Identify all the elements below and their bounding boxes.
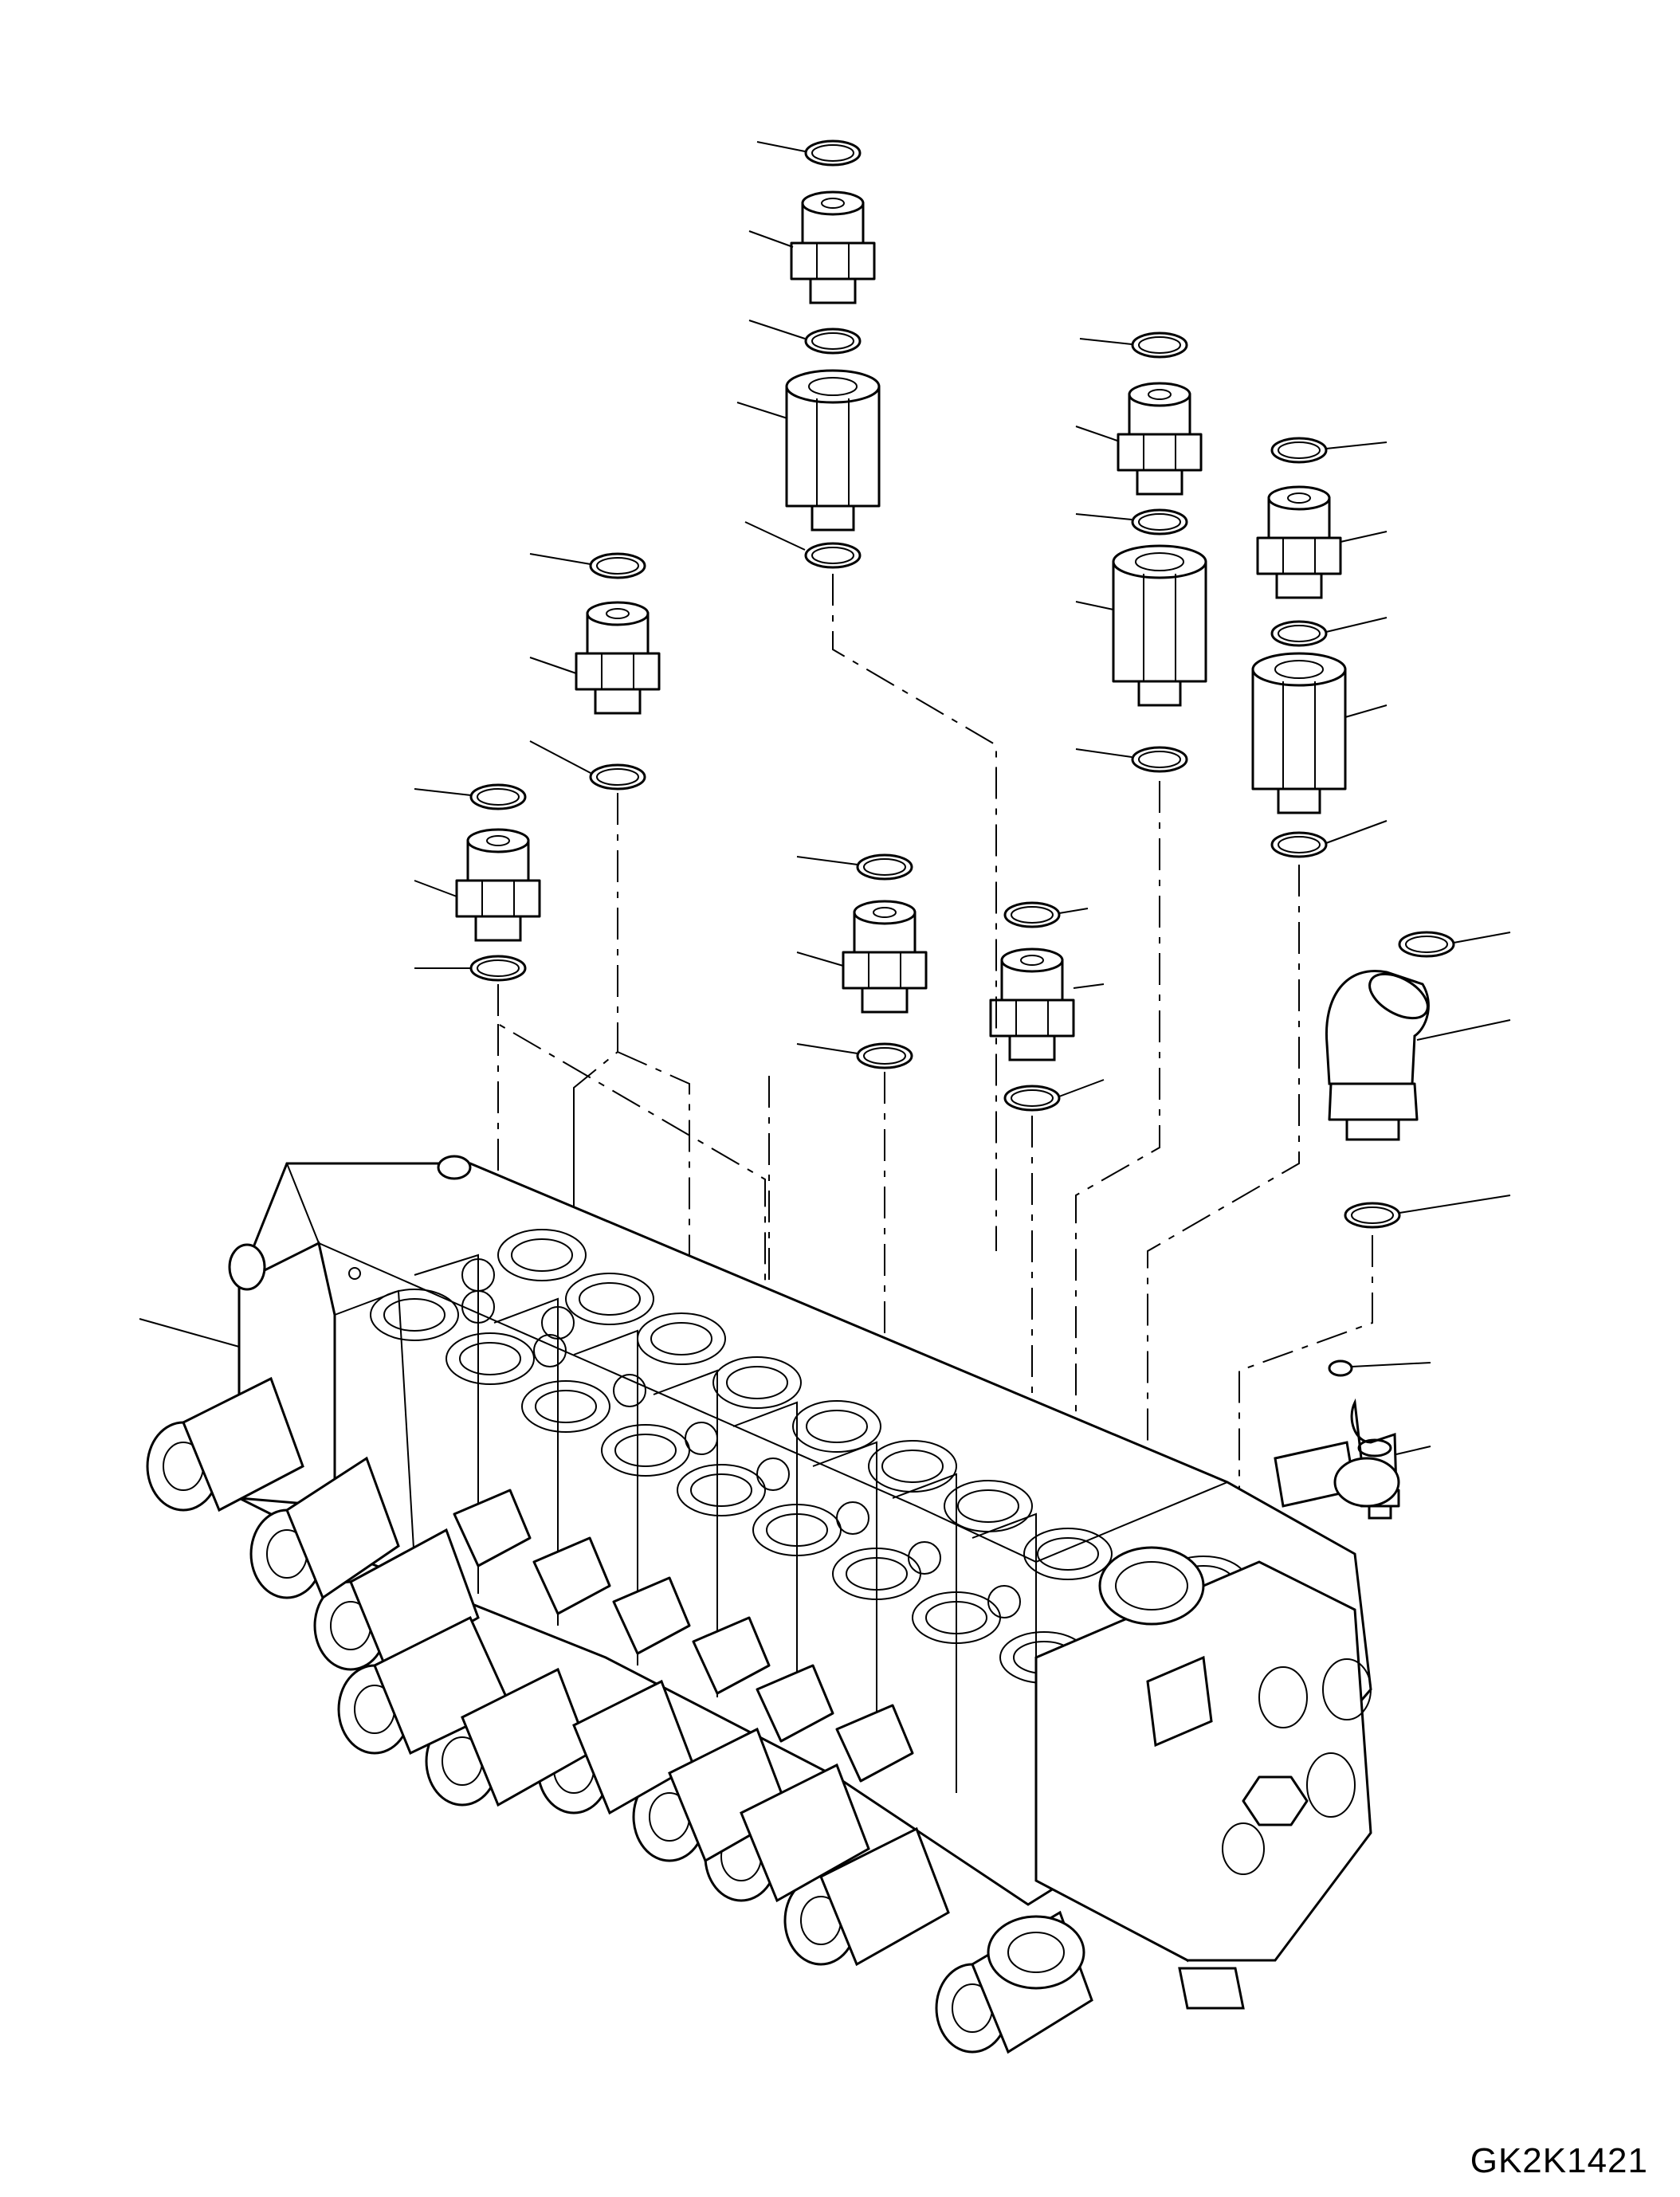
elbow-fitting xyxy=(1325,931,1511,1229)
control-valve-block xyxy=(146,1155,1400,2054)
leader-valve-block xyxy=(139,1318,240,1348)
stack-right-2 xyxy=(1251,437,1388,858)
stack-left-2 xyxy=(414,783,541,982)
stack-middle xyxy=(796,853,928,1069)
spool-caps xyxy=(146,1376,1093,2054)
left-end-fitting xyxy=(228,1155,472,1291)
stack-top-center xyxy=(736,139,881,569)
stack-middle-right xyxy=(989,901,1105,1112)
drawing-code: GK2K1421 xyxy=(1470,2141,1648,2180)
stack-right-1 xyxy=(1075,332,1207,773)
stack-left-1 xyxy=(529,552,661,791)
inlet-section xyxy=(987,1441,1400,2010)
